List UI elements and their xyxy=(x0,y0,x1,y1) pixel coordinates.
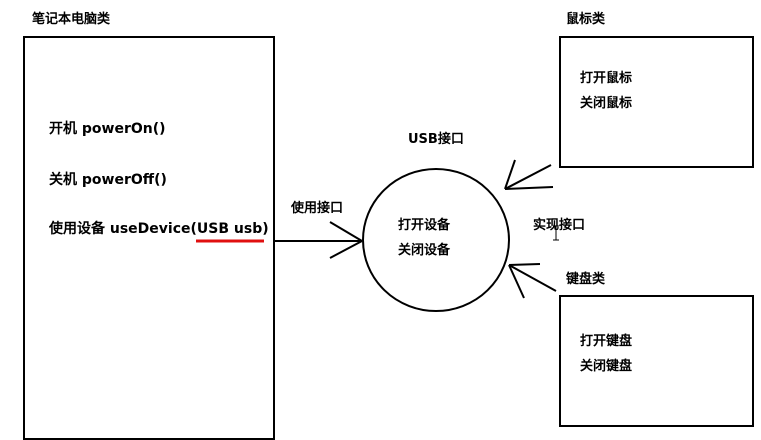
usb-interface-circle xyxy=(362,168,510,312)
use-interface-arrow xyxy=(275,221,363,259)
keyboard-class-title: 键盘类 xyxy=(566,272,606,287)
use-device-method: 使用设备 useDevice(USB usb) xyxy=(49,220,269,238)
usb-interface-title: USB接口 xyxy=(408,132,464,147)
mouse-class-title: 鼠标类 xyxy=(566,12,606,27)
usb-close-method: 关闭设备 xyxy=(398,243,451,258)
text-cursor-icon xyxy=(553,225,559,241)
mouse-class-box xyxy=(559,36,754,168)
power-on-method: 开机 powerOn() xyxy=(49,121,166,137)
mouse-open-method: 打开鼠标 xyxy=(580,71,633,86)
implement-interface-label: 实现接口 xyxy=(533,218,586,233)
laptop-class-title: 笔记本电脑类 xyxy=(32,12,111,27)
keyboard-close-method: 关闭键盘 xyxy=(580,359,633,374)
keyboard-class-box xyxy=(559,295,754,427)
mouse-close-method: 关闭鼠标 xyxy=(580,96,633,111)
keyboard-implements-arrow xyxy=(508,263,557,299)
power-off-method: 关机 powerOff() xyxy=(49,172,167,188)
mouse-implements-arrow xyxy=(504,159,554,190)
use-interface-label: 使用接口 xyxy=(291,201,344,216)
use-device-param: (USB usb) xyxy=(190,221,269,237)
keyboard-open-method: 打开键盘 xyxy=(580,334,633,349)
use-device-method-name: 使用设备 useDevice xyxy=(49,221,191,237)
usb-open-method: 打开设备 xyxy=(398,218,451,233)
